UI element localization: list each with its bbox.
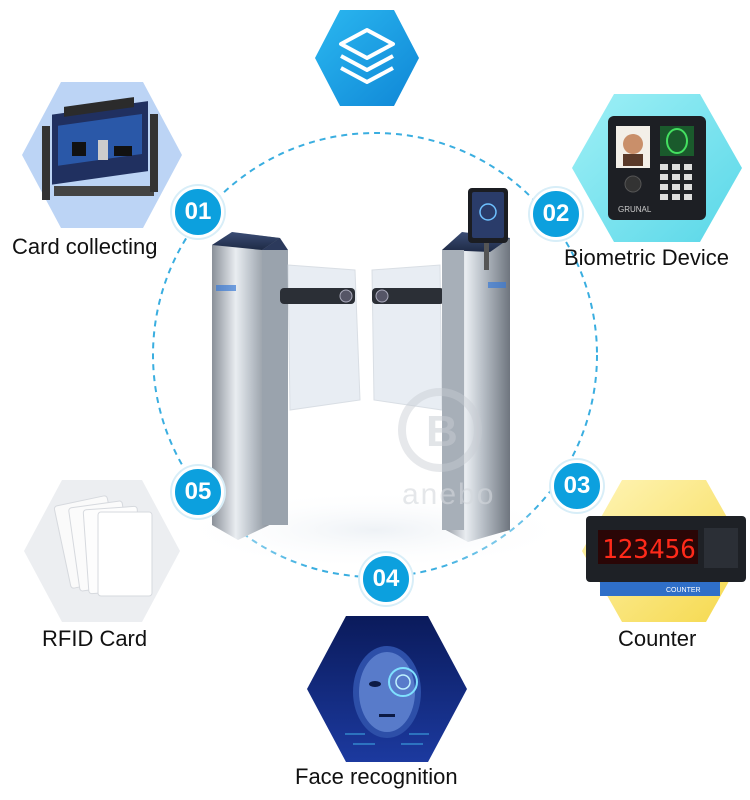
feature-number-01: 01 xyxy=(172,186,224,238)
feature-label-counter: Counter xyxy=(618,626,697,651)
feature-label-biometric-device: Biometric Device xyxy=(564,245,730,270)
feature-label-rfid-card: RFID Card xyxy=(42,626,148,651)
watermark-text: anebo xyxy=(402,478,496,511)
turnstile-gate-image: B xyxy=(175,188,575,570)
feature-number-03: 03 xyxy=(551,460,603,512)
face-scan-icon xyxy=(307,616,467,762)
feature-label-card-collecting: Card collecting xyxy=(12,234,158,259)
rfid-cards-icon xyxy=(24,480,180,622)
feature-number-05: 05 xyxy=(172,466,224,518)
fingerprint-terminal-icon: GRUNAL xyxy=(572,94,742,242)
device-brand-text: GRUNAL xyxy=(618,205,652,214)
counter-brand-text: COUNTER xyxy=(666,587,701,594)
feature-number-04: 04 xyxy=(360,553,412,605)
layers-icon xyxy=(315,10,419,106)
counter-digits: 123456 xyxy=(602,535,696,565)
svg-text:B: B xyxy=(426,407,458,456)
digital-counter-icon: 123456 COUNTER xyxy=(582,480,746,622)
card-collector-module-icon xyxy=(22,82,182,228)
feature-label-face-recognition: Face recognition xyxy=(295,764,458,789)
feature-number-02: 02 xyxy=(530,188,582,240)
